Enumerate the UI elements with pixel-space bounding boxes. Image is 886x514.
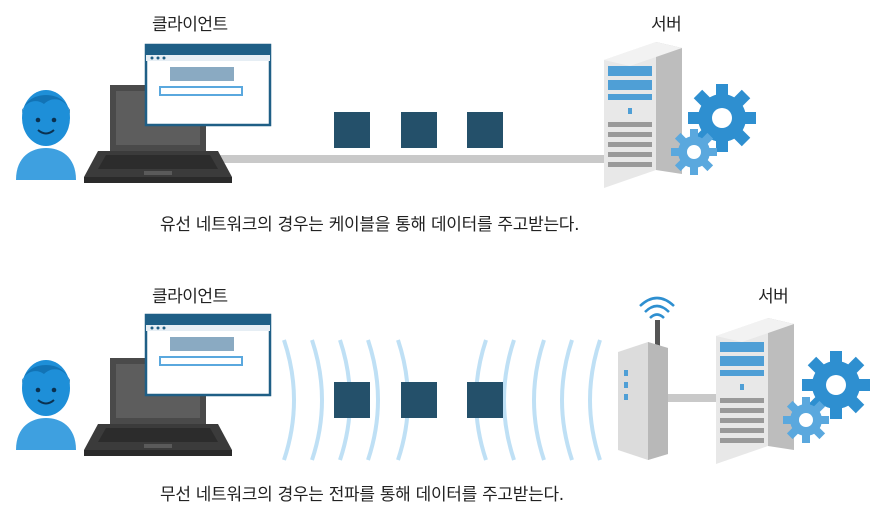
wired-caption: 유선 네트워크의 경우는 케이블을 통해 데이터를 주고받는다. — [160, 215, 580, 235]
wireless-caption: 무선 네트워크의 경우는 전파를 통해 데이터를 주고받는다. — [160, 485, 564, 505]
client-person-icon — [15, 359, 77, 451]
gear-icon — [783, 397, 829, 443]
wired-section — [15, 42, 756, 188]
client-label: 클라이언트 — [152, 15, 228, 35]
server-label: 서버 — [651, 15, 682, 35]
network-cable — [212, 155, 612, 163]
network-cable — [668, 394, 720, 402]
gear-icon — [671, 129, 717, 175]
data-packet — [334, 112, 370, 148]
server-icon — [604, 42, 682, 188]
browser-window-icon — [144, 43, 272, 127]
client-person-icon — [15, 89, 77, 181]
server-icon — [716, 318, 794, 464]
data-packet — [401, 112, 437, 148]
data-packet — [467, 112, 503, 148]
wireless-router-icon — [618, 296, 675, 460]
server-label: 서버 — [758, 287, 789, 307]
browser-window-icon — [144, 313, 272, 397]
data-packet — [467, 382, 503, 418]
data-packet — [334, 382, 370, 418]
wireless-section — [15, 296, 870, 464]
radio-waves — [282, 339, 602, 461]
client-label: 클라이언트 — [152, 287, 228, 307]
data-packet — [401, 382, 437, 418]
